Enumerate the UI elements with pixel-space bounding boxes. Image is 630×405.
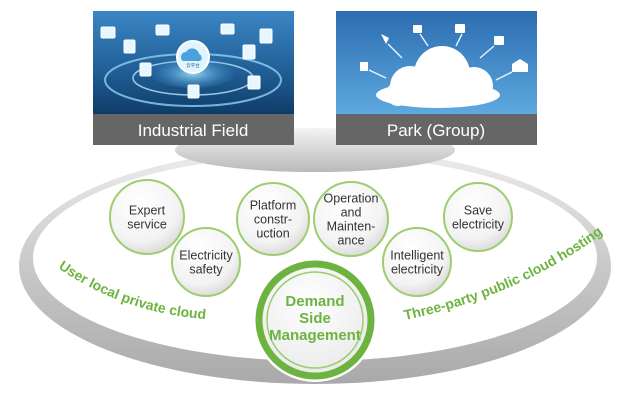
- service-label-line: Mainten-: [327, 220, 376, 234]
- service-bubbles: ExpertserviceElectricitysafetyPlatformco…: [109, 179, 513, 297]
- service-label-line: electricity: [452, 218, 505, 232]
- cloud-icon: [376, 46, 500, 108]
- bank-icon: [512, 59, 528, 72]
- service-label-line: and: [341, 206, 362, 220]
- device-icon: [187, 84, 200, 99]
- chart-screen-icon: [155, 24, 170, 36]
- service-label-line: Electricity: [179, 249, 233, 263]
- center-circle: [255, 260, 375, 380]
- service-label-line: Save: [464, 204, 493, 218]
- monitor-icon: [100, 26, 116, 39]
- panel-icon: [242, 44, 256, 60]
- tablet-icon: [139, 62, 152, 77]
- service-label-line: service: [127, 218, 167, 232]
- service-circle: [443, 182, 513, 252]
- satellite-icon: [381, 34, 389, 44]
- center-label-line: Demand: [285, 293, 344, 310]
- cloud-emblem-text: 云平台: [186, 62, 200, 69]
- park-label-bar: [336, 114, 537, 145]
- sensor-icon: [413, 25, 422, 33]
- cloud-emblem-icon: 云平台: [176, 40, 210, 74]
- service-label-line: Expert: [129, 204, 166, 218]
- building-icon: [360, 62, 368, 71]
- device-tiles: [100, 23, 273, 99]
- center-inner-ring: [266, 271, 364, 369]
- connection-arrows: [368, 33, 513, 81]
- park-icons: [360, 24, 528, 72]
- industrial-field-panel: 云平台 Industrial Field: [93, 11, 294, 145]
- park-group-label: Park (Group): [387, 121, 485, 140]
- phone-icon: [259, 28, 273, 44]
- service-label-line: Platform: [250, 199, 297, 213]
- service-circle: [171, 227, 241, 297]
- service-label-line: ance: [337, 234, 364, 248]
- service-label-line: safety: [189, 263, 223, 277]
- industrial-label-bar: [93, 114, 294, 145]
- service-label-line: Intelligent: [390, 249, 444, 263]
- screen-icon: [220, 23, 235, 35]
- park-group-panel: Park (Group): [336, 11, 537, 145]
- service-label-line: Operation: [324, 192, 379, 206]
- document-icon: [123, 39, 136, 54]
- terminal-icon: [494, 36, 504, 45]
- service-circle: [109, 179, 185, 255]
- service-circle: [236, 182, 310, 256]
- center-label-line: Management: [269, 327, 361, 344]
- service-label-line: uction: [256, 227, 289, 241]
- service-circle: [313, 181, 389, 257]
- service-label-line: electricity: [391, 263, 444, 277]
- industrial-field-label: Industrial Field: [138, 121, 249, 140]
- service-label-line: constr-: [254, 213, 292, 227]
- service-circle: [382, 227, 452, 297]
- meter-icon: [247, 75, 261, 90]
- center-label-line: Side: [299, 310, 331, 327]
- camera-icon: [455, 24, 465, 33]
